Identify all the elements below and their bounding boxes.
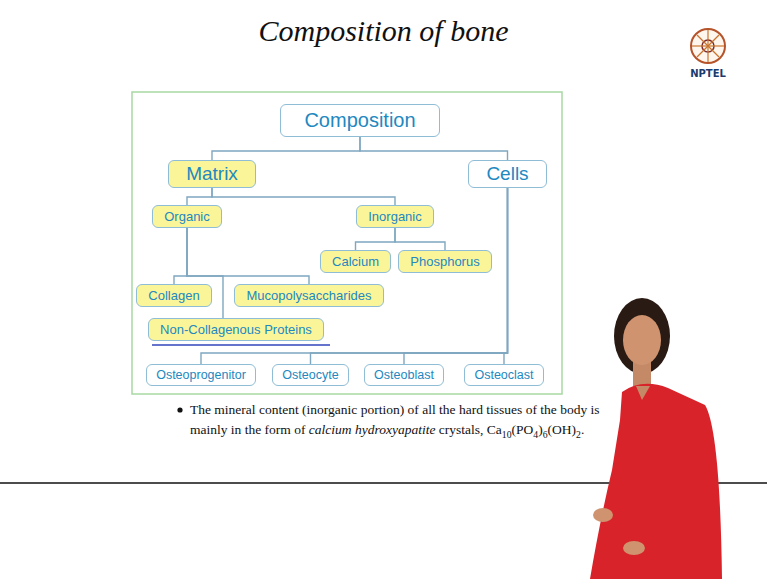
- presenter-figure: [590, 298, 722, 579]
- box-label: Non-Collagenous Proteins: [149, 322, 323, 337]
- bullet-text: .: [581, 422, 584, 437]
- tree-connector: [212, 137, 360, 160]
- category-box: Osteoblast: [364, 364, 444, 386]
- box-label: Matrix: [169, 163, 255, 185]
- category-box: Osteoprogenitor: [146, 364, 256, 386]
- tree-connector: [174, 228, 187, 284]
- ink-underline: [152, 344, 330, 345]
- bullet-text: (OH): [548, 422, 577, 437]
- slide-title-box: Composition of bone: [0, 14, 767, 48]
- formula-subscript: 2: [576, 429, 581, 440]
- category-box: Osteoclast: [464, 364, 544, 386]
- category-box: Calcium: [320, 250, 391, 273]
- tree-connector: [504, 188, 508, 364]
- slide-title: Composition of bone: [258, 14, 508, 47]
- bullet-text: (PO: [512, 422, 534, 437]
- box-label: Inorganic: [357, 209, 433, 224]
- tree-connector: [395, 228, 445, 250]
- bullet-text: Ca: [487, 422, 502, 437]
- tree-connector: [212, 188, 395, 205]
- formula-subscript: 4: [533, 429, 538, 440]
- box-label: Osteoclast: [465, 368, 543, 382]
- logo-caption: NPTEL: [678, 68, 738, 79]
- formula-subscript: 6: [543, 429, 548, 440]
- box-label: Calcium: [321, 254, 390, 269]
- tree-connector: [311, 188, 508, 364]
- tree-connector: [360, 137, 508, 160]
- category-box: Phosphorus: [398, 250, 492, 273]
- box-label: Organic: [153, 209, 221, 224]
- diagram-frame: [132, 92, 562, 394]
- box-label: Composition: [281, 109, 439, 132]
- box-label: Cells: [469, 163, 546, 185]
- bullet-text: calcium hydroxyapatite: [309, 422, 436, 437]
- box-label: Phosphorus: [399, 254, 491, 269]
- box-label: Collagen: [137, 288, 211, 303]
- category-box: Inorganic: [356, 205, 434, 228]
- category-box: Organic: [152, 205, 222, 228]
- bullet-text: ): [538, 422, 543, 437]
- bullet-paragraph: The mineral content (inorganic portion) …: [190, 400, 615, 443]
- category-box: Mucopolysaccharides: [234, 284, 384, 307]
- category-box: Matrix: [168, 160, 256, 188]
- logo-text: NPTEL: [690, 68, 726, 79]
- box-label: Osteocyte: [273, 368, 348, 382]
- category-box: Osteocyte: [272, 364, 349, 386]
- bullet-dot: [177, 407, 182, 412]
- bullet-text: crystals,: [439, 422, 484, 437]
- box-label: Osteoprogenitor: [147, 368, 255, 382]
- tree-connector: [187, 188, 212, 205]
- category-box: Collagen: [136, 284, 212, 307]
- formula-subscript: 10: [502, 429, 512, 440]
- tree-connector: [356, 228, 396, 250]
- box-label: Osteoblast: [365, 368, 443, 382]
- category-box: Cells: [468, 160, 547, 188]
- box-label: Mucopolysaccharides: [235, 288, 383, 303]
- nptel-emblem: [691, 29, 725, 63]
- category-box: Composition: [280, 104, 440, 137]
- category-box: Non-Collagenous Proteins: [148, 318, 324, 341]
